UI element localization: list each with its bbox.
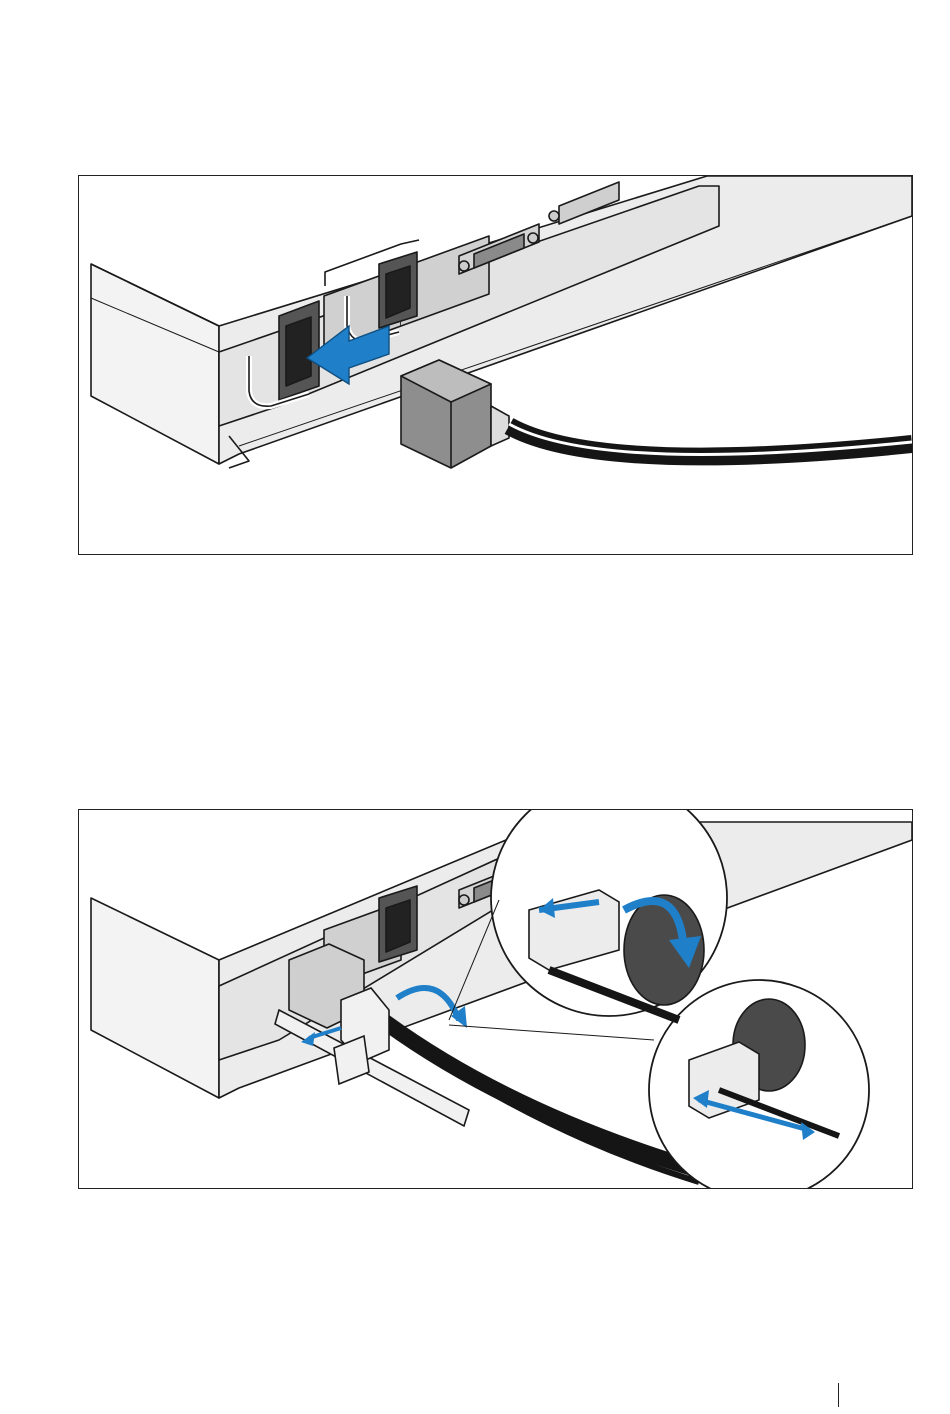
figure-connect-power-cable bbox=[78, 175, 913, 555]
power-plug-icon bbox=[401, 360, 509, 468]
page-edge-marker bbox=[838, 1383, 839, 1407]
figure-secure-cable-strap bbox=[78, 809, 913, 1189]
